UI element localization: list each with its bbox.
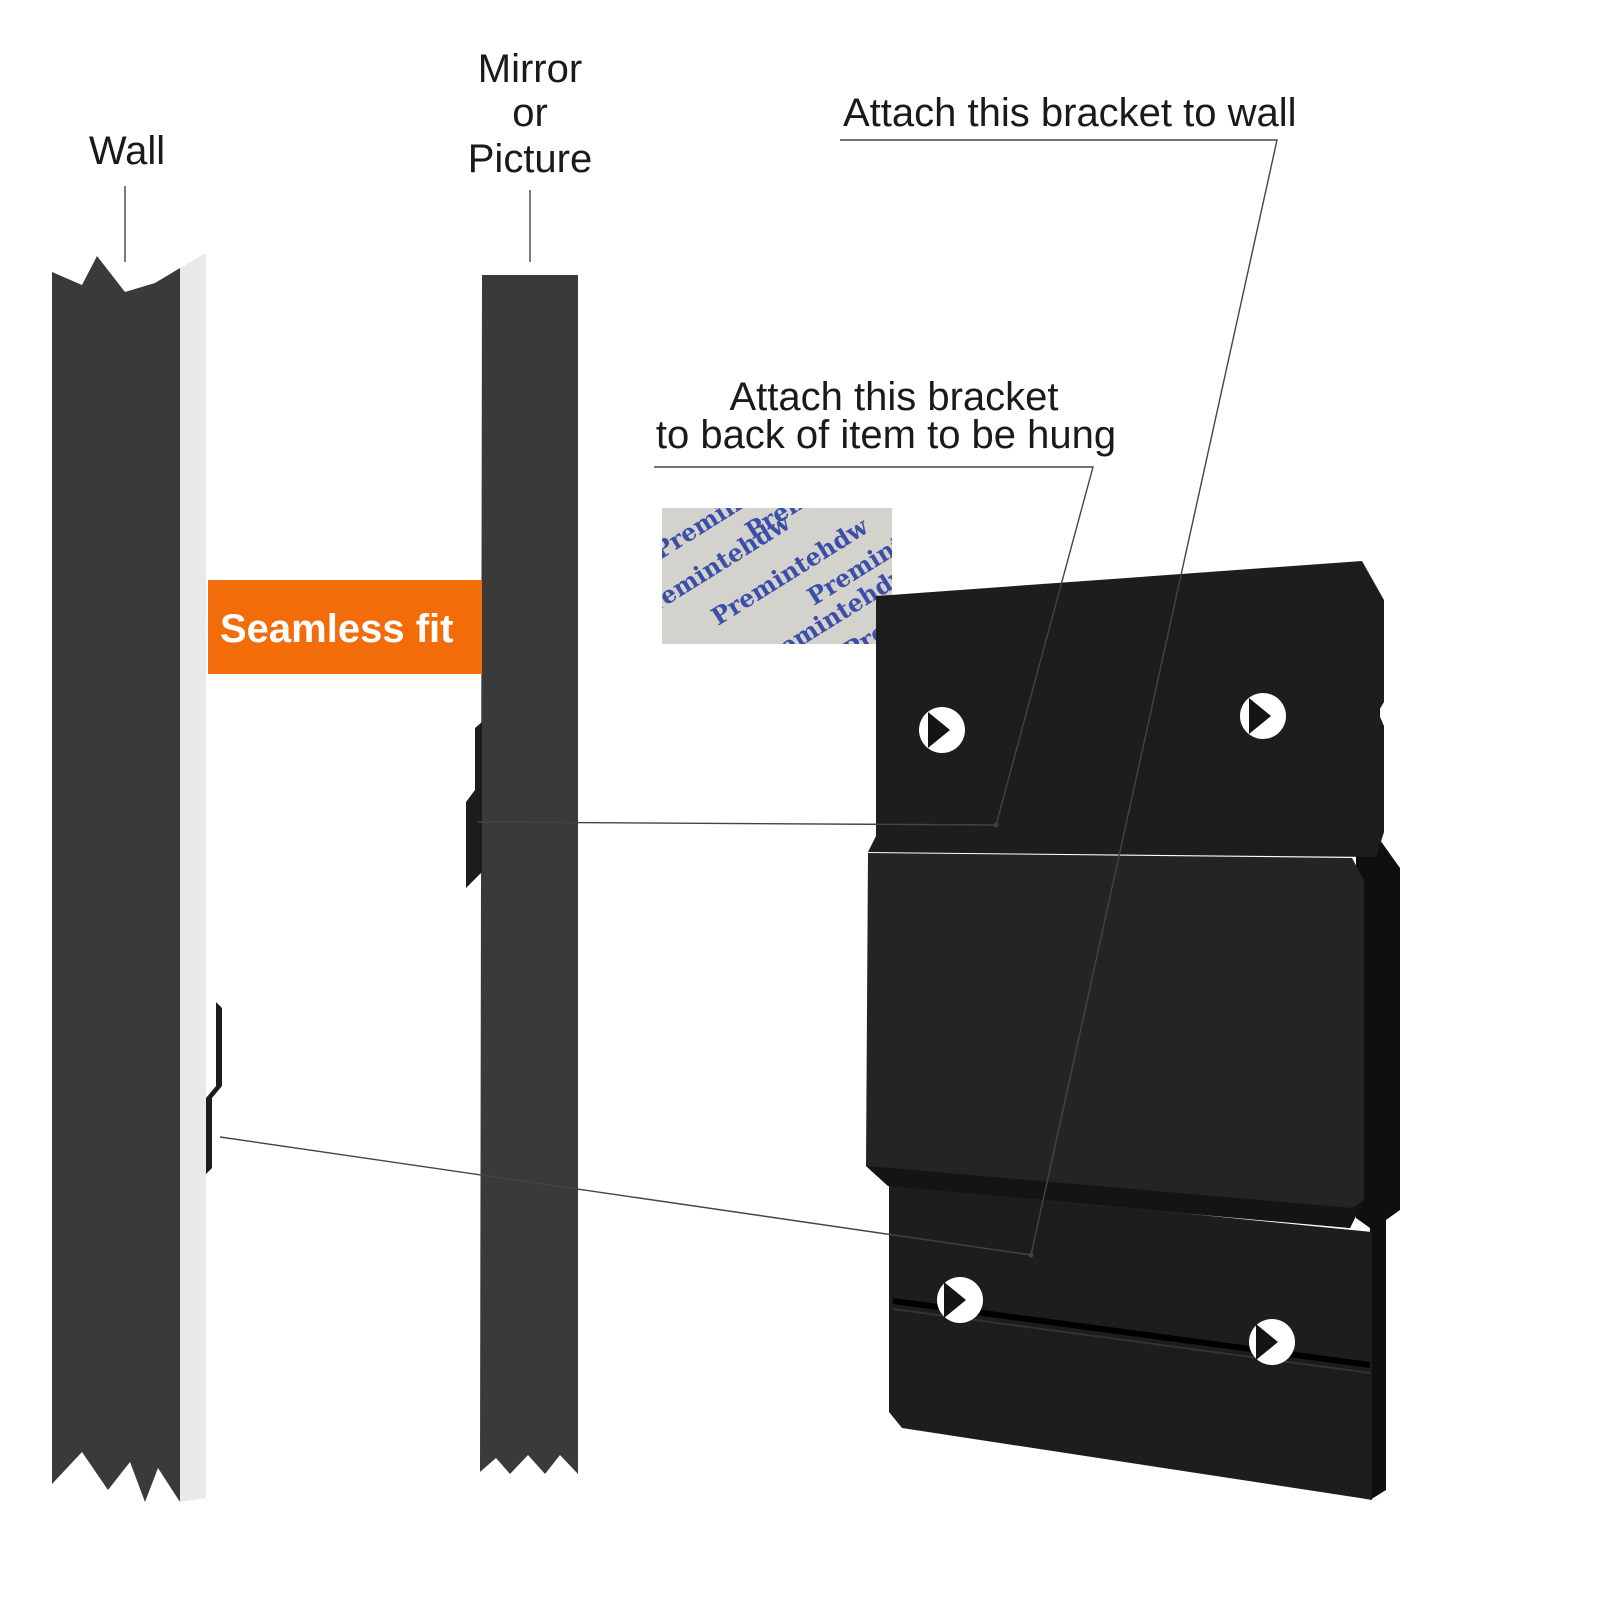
mirror-label-line1: Mirror [478,47,582,91]
seamless-fit-banner: Seamless fit [208,580,482,674]
mirror-bracket-leader [477,821,997,826]
wall-panel [52,253,206,1502]
mirror-panel [480,275,578,1474]
bracket-front-plate-bevel [866,1166,1364,1228]
wall-bracket-profile [206,1002,222,1174]
upper-bracket-keyhole-right [1249,698,1271,734]
seamless-fit-text: Seamless fit [220,607,453,651]
attach-back-label-line1: Attach this bracket [729,375,1058,419]
lower-bracket [889,1184,1372,1500]
lower-bracket-keyhole-right [1256,1324,1278,1360]
bracket-assembly [866,561,1400,1500]
wall-bracket-leader [219,1136,1032,1256]
lower-bracket-keyhole-left [944,1282,966,1318]
wall-edge-strip [180,253,206,1502]
attach-back-label-line2: to back of item to be hung [656,413,1116,457]
seamless-fit-background [208,580,482,674]
upper-bracket [868,561,1384,857]
adhesive-tape-background [662,508,892,644]
mirror-cross-section [480,275,578,1474]
wall-label: Wall [89,129,165,173]
mirror-label-line2: or [512,91,548,135]
attach-wall-leader [840,139,1278,1256]
mirror-bracket-profile [466,722,482,888]
upper-bracket-keyhole-left [928,712,950,748]
attach-wall-label: Attach this bracket to wall [843,91,1297,135]
adhesive-tape: Premintehdw Premintehdw Premintehdw Prem… [662,508,892,644]
bracket-front-plate [866,853,1364,1228]
mirror-label-line3: Picture [468,137,593,181]
wall-cross-section [52,256,180,1502]
attach-back-leader [654,466,1094,826]
lower-bracket-groove-highlight [892,1308,1371,1374]
